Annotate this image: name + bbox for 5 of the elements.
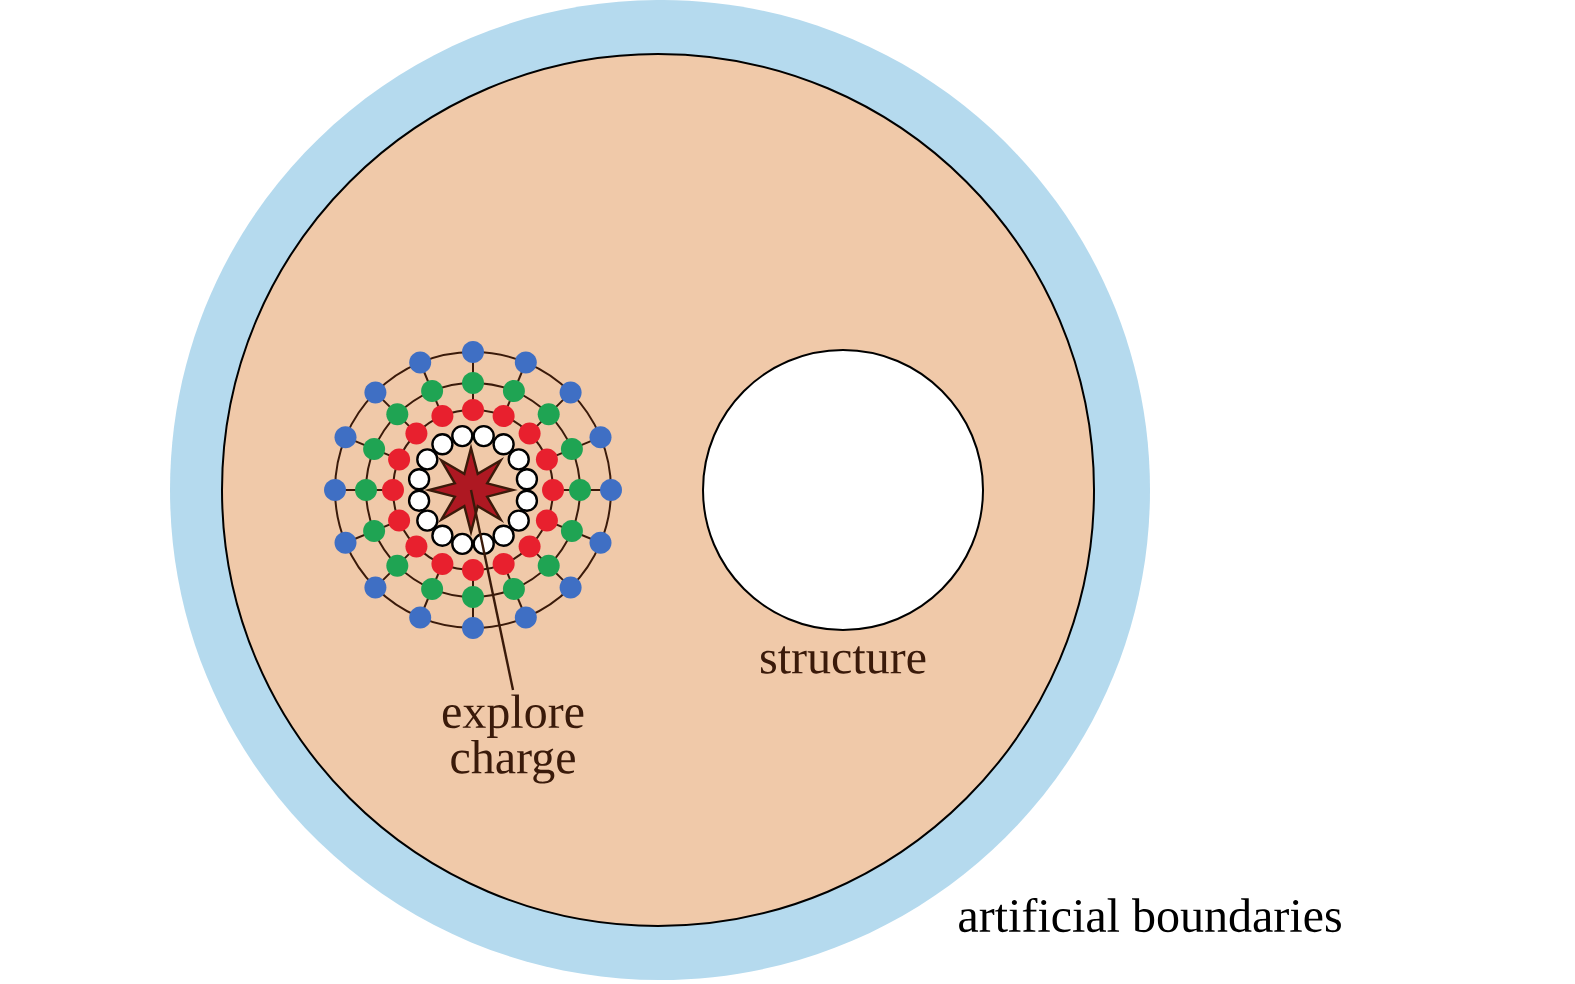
boundary-label: artificial boundaries (959, 897, 1341, 933)
leader-line (469, 489, 515, 691)
structure-circle (702, 349, 984, 631)
structure-label: structure (761, 646, 926, 674)
charge-label: explore charge (442, 694, 584, 784)
